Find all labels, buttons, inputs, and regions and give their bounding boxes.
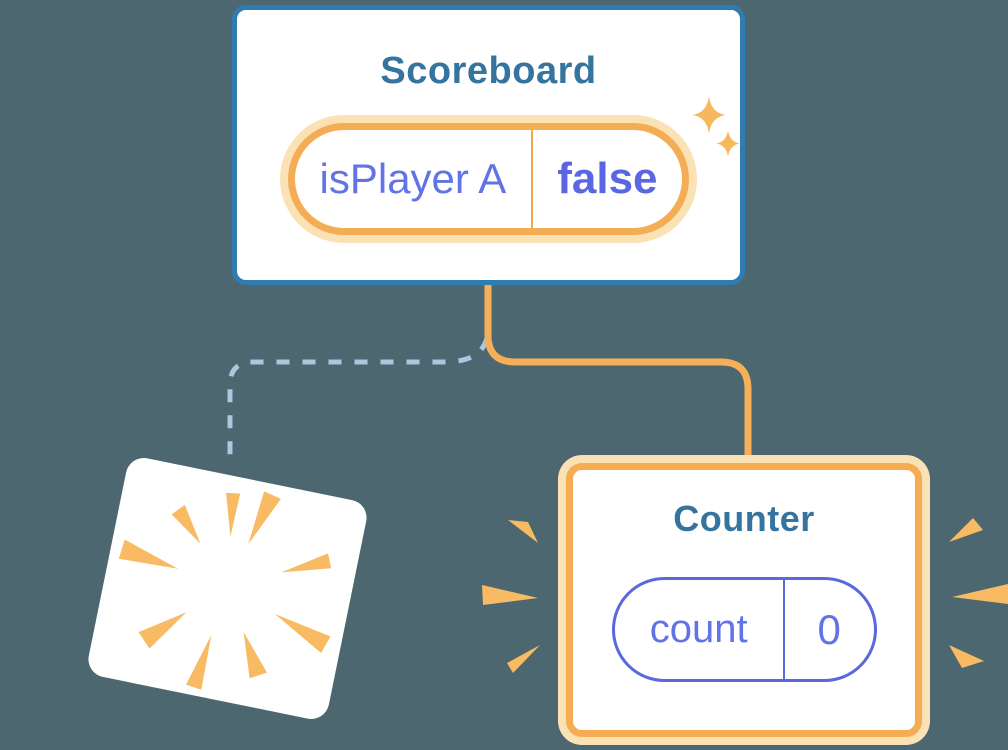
- burst-icon: [118, 491, 332, 690]
- pill-divider: [782, 580, 785, 680]
- connector-solid: [484, 280, 752, 462]
- scoreboard-state-pill: isPlayer A false: [288, 122, 689, 235]
- emphasis-rays-right-icon: [949, 518, 1008, 668]
- counter-card: Counter count 0: [566, 463, 922, 737]
- counter-title: Counter: [673, 498, 815, 539]
- pill-divider: [530, 129, 533, 228]
- connector-dashed: [227, 337, 490, 458]
- state-label: count: [649, 607, 748, 652]
- state-label: isPlayer A: [319, 154, 507, 202]
- scoreboard-title: Scoreboard: [380, 50, 597, 92]
- scoreboard-card: Scoreboard isPlayer A false: [232, 5, 745, 285]
- state-value: 0: [817, 605, 841, 653]
- destroyed-card: [85, 454, 370, 723]
- emphasis-rays-left-icon: [482, 520, 540, 673]
- sparkles-icon: [692, 96, 740, 157]
- state-value: false: [557, 153, 658, 203]
- counter-state-pill: count 0: [611, 577, 877, 683]
